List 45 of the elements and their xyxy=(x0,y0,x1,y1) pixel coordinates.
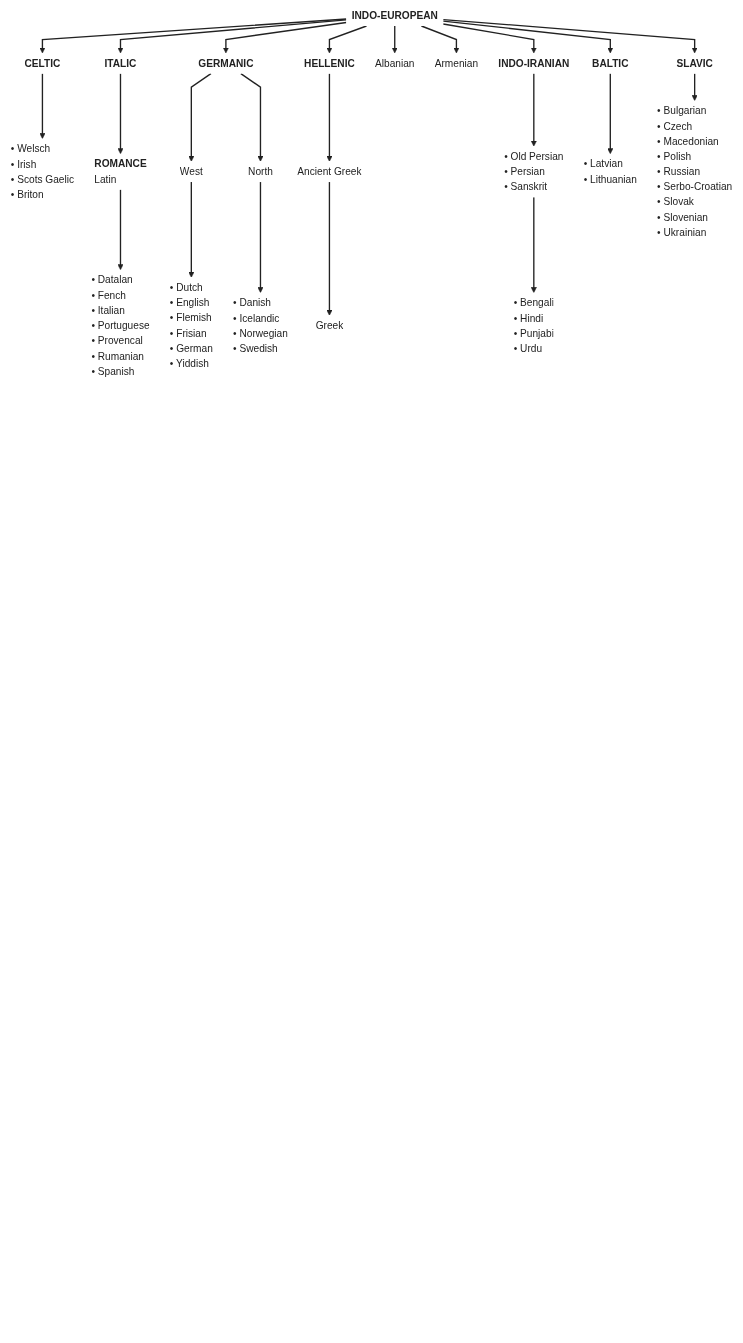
node-text: INDO-EUROPEAN xyxy=(351,9,438,21)
node-text: ITALIC xyxy=(104,57,137,69)
node-text: CELTIC xyxy=(24,57,61,69)
node-text: Greek xyxy=(315,319,344,331)
arrow xyxy=(326,72,333,162)
node-text: • Latvian • Lithuanian xyxy=(583,157,637,185)
node-text: • Danish • Icelandic • Norwegian • Swedish xyxy=(233,296,288,354)
node-text: GERMANIC xyxy=(198,57,254,69)
arrow xyxy=(240,72,264,162)
arrow xyxy=(257,181,264,293)
arrow xyxy=(39,72,46,139)
arrow xyxy=(420,25,460,54)
arrow xyxy=(442,23,537,54)
arrow xyxy=(391,25,398,54)
node-text: West xyxy=(179,165,203,177)
arrow xyxy=(326,181,333,316)
node-text: • Dutch • English • Flemish • Frisian • German • Yiddish xyxy=(169,281,213,369)
node-text: HELLENIC xyxy=(304,57,355,69)
arrow xyxy=(117,188,124,271)
node-text: North xyxy=(248,165,273,177)
node-text: • Bulgarian • Czech • Macedonian • Polish • Russian • Serbo-Croatian • Slovak • Slovenian • Ukrainian xyxy=(657,104,733,238)
arrow xyxy=(691,72,698,101)
node-text: Albanian xyxy=(375,57,415,69)
arrow xyxy=(117,72,124,155)
node-text: INDO-IRANIAN xyxy=(498,57,570,69)
node-text: SLAVIC xyxy=(676,57,713,69)
node-text: • Old Persian • Persian • Sanskrit xyxy=(504,150,564,193)
arrow xyxy=(39,18,347,54)
arrow xyxy=(222,21,347,54)
node-text: Armenian xyxy=(434,57,479,69)
node-text: • Welsch • Irish • Scots Gaelic • Briton xyxy=(10,142,75,200)
node-text: BALTIC xyxy=(592,57,629,69)
arrow xyxy=(188,181,195,278)
node-text: • Datalan • Fench • Italian • Portuguese • Provencal • Rumanian • Spanish xyxy=(91,273,150,377)
node-text: • Bengali • Hindi • Punjabi • Urdu xyxy=(513,296,554,354)
arrow xyxy=(117,19,347,54)
arrow xyxy=(442,18,698,54)
arrow xyxy=(607,72,614,155)
arrow xyxy=(530,72,537,147)
arrow xyxy=(530,196,537,293)
arrow xyxy=(442,20,614,54)
arrow xyxy=(188,72,212,162)
arrow xyxy=(326,25,368,54)
node-text: ROMANCE Latin xyxy=(94,157,147,185)
node-text: Ancient Greek xyxy=(297,165,362,177)
